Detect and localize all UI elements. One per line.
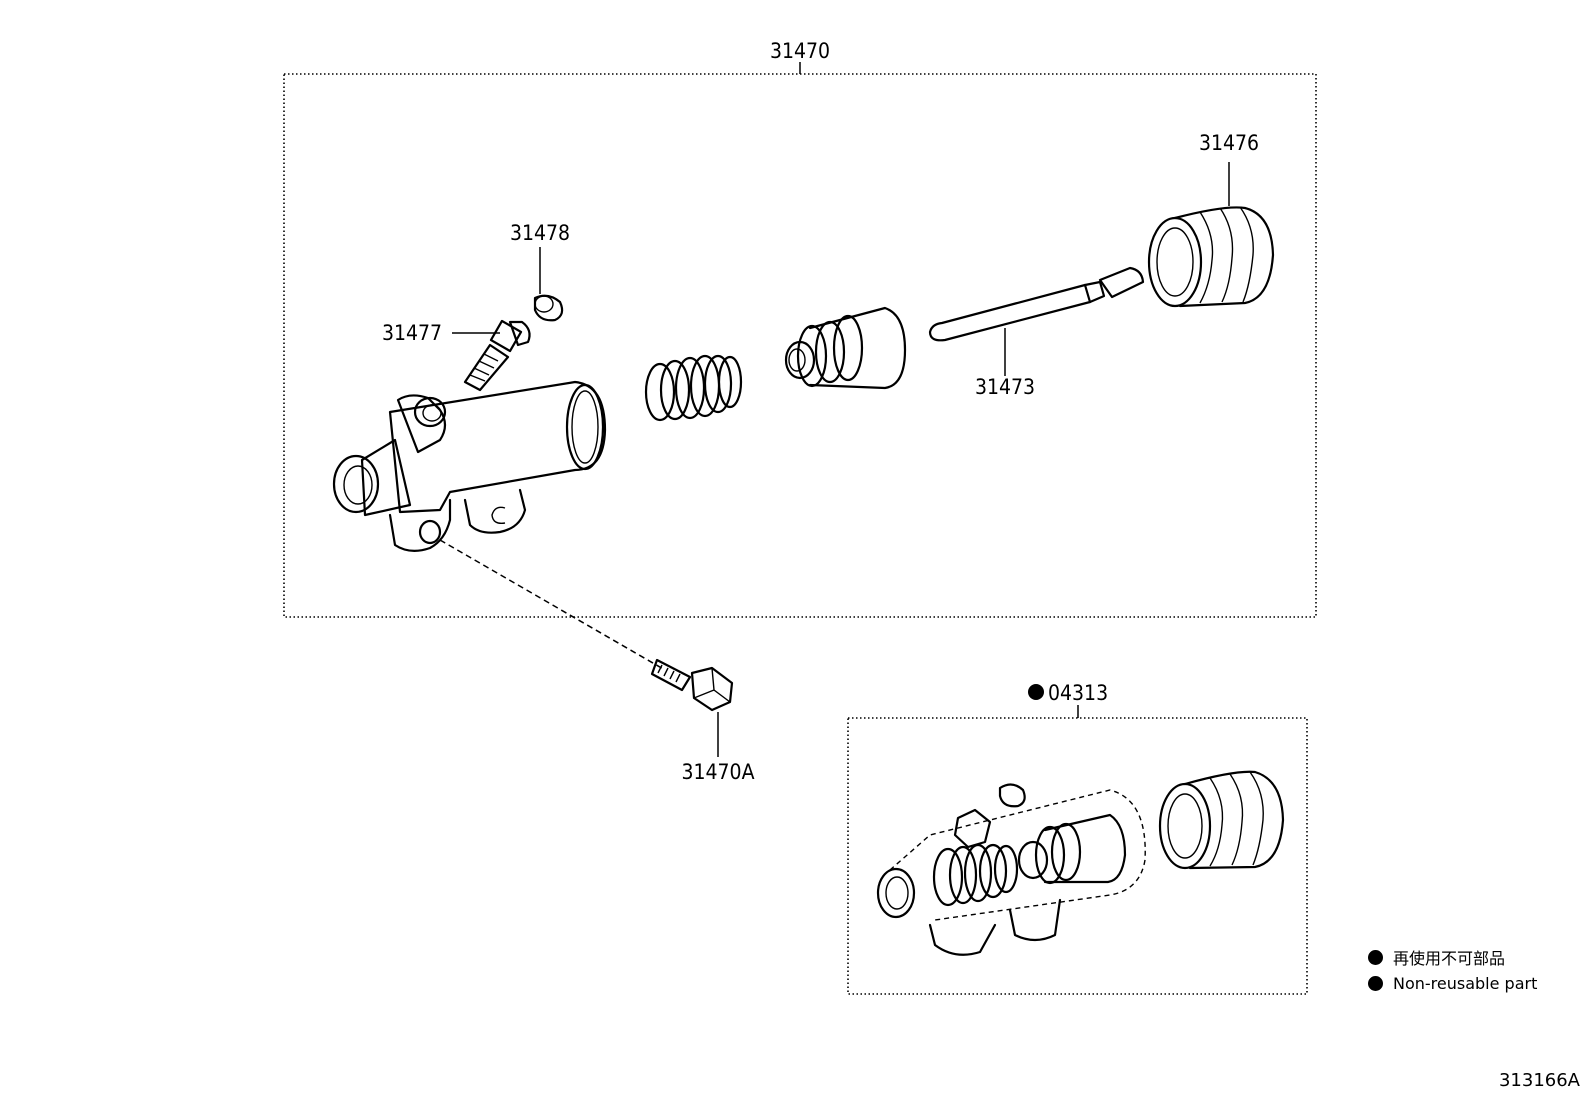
bolt-dashed-line [439, 539, 666, 671]
label-04313[interactable]: 04313 [1048, 681, 1108, 705]
legend: 再使用不可部品 Non-reusable part [1368, 944, 1537, 996]
bleeder-plug[interactable] [463, 319, 531, 392]
label-31476[interactable]: 31476 [1199, 131, 1259, 155]
legend-en: Non-reusable part [1393, 973, 1538, 993]
label-31473[interactable]: 31473 [975, 375, 1035, 399]
cap[interactable] [533, 294, 564, 322]
kit-box [847, 717, 1308, 995]
legend-dot-icon [1368, 975, 1383, 991]
kit-contents [876, 770, 1285, 956]
legend-jp: 再使用不可部品 [1393, 949, 1506, 968]
spring[interactable] [644, 354, 743, 422]
label-31478[interactable]: 31478 [510, 221, 570, 245]
boot[interactable] [1147, 206, 1275, 308]
piston[interactable] [784, 306, 907, 390]
legend-row-en: Non-reusable part [1368, 970, 1537, 996]
push-rod[interactable] [928, 266, 1145, 342]
release-cylinder-body[interactable] [332, 380, 607, 552]
non-reusable-dot [1028, 684, 1044, 700]
legend-row-jp: 再使用不可部品 [1368, 944, 1537, 970]
label-31470A[interactable]: 31470A [681, 760, 754, 784]
label-31470[interactable]: 31470 [770, 39, 830, 63]
legend-dot-icon [1368, 949, 1383, 965]
label-31477[interactable]: 31477 [382, 321, 442, 345]
bolt[interactable] [650, 658, 734, 712]
drawing-code: 313166A [1498, 1070, 1580, 1091]
